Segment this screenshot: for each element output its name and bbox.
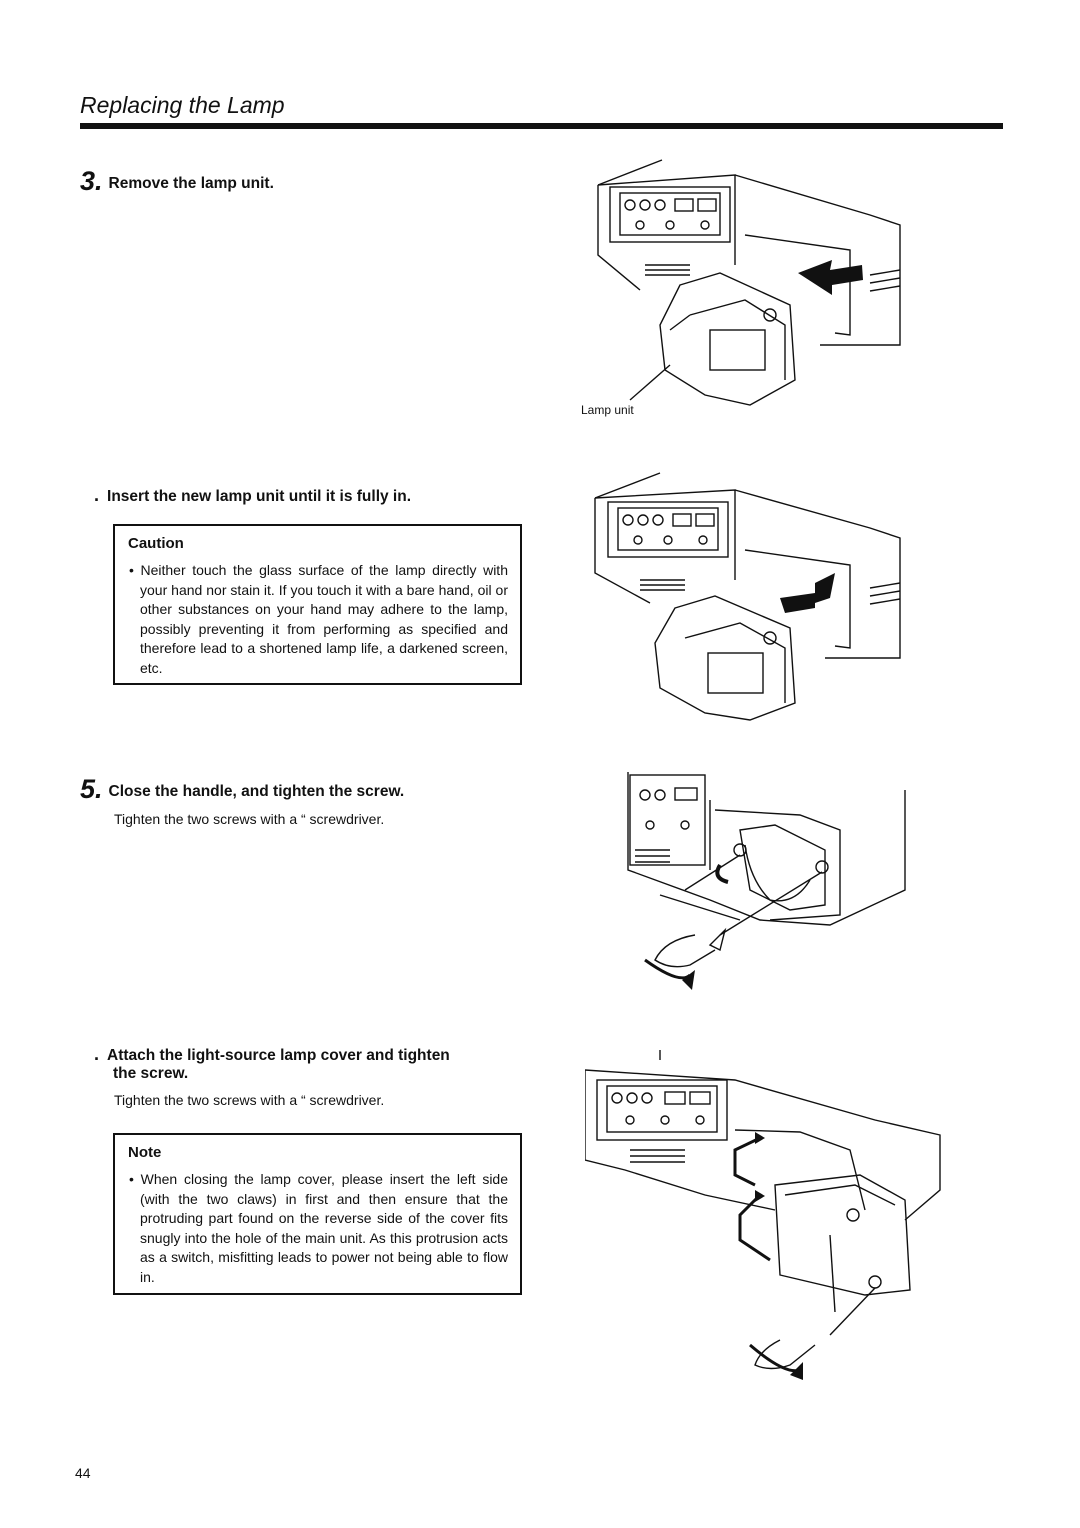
header-rule: [80, 123, 1003, 129]
step-5-title: Close the handle, and tighten the screw.: [108, 783, 405, 800]
figure-remove-lamp-illustration: [597, 159, 901, 406]
page-number: 44: [75, 1465, 91, 1481]
step-6-title-line2: the screw.: [113, 1065, 189, 1082]
caution-box: Caution • Neither touch the glass surfac…: [113, 524, 522, 685]
step-4-number: .: [94, 485, 100, 505]
caution-title: Caution: [128, 535, 184, 552]
step-3-number: 3.: [80, 166, 103, 196]
note-box: Note • When closing the lamp cover, plea…: [113, 1133, 522, 1295]
step-4-title: Insert the new lamp unit until it is ful…: [107, 488, 412, 505]
note-title: Note: [128, 1144, 162, 1161]
figure-remove-lamp: [570, 155, 910, 415]
step-6-heading: . Attach the light-source lamp cover and …: [80, 1044, 520, 1083]
lamp-unit-label: Lamp unit: [581, 403, 634, 417]
figure-attach-cover-illustration: [585, 1050, 941, 1380]
note-text-container: • When closing the lamp cover, please in…: [129, 1170, 508, 1288]
step-3-heading: 3. Remove the lamp unit.: [80, 166, 274, 197]
step-5-note: Tighten the two screws with a “ screwdri…: [114, 811, 385, 827]
step-4-heading: . Insert the new lamp unit until it is fu…: [80, 485, 411, 506]
step-3-title: Remove the lamp unit.: [108, 175, 274, 192]
figure-attach-cover: [585, 1050, 945, 1380]
caution-text: • Neither touch the glass surface of the…: [129, 562, 508, 676]
figure-tighten-screw: [600, 770, 920, 1005]
step-6-note: Tighten the two screws with a “ screwdri…: [114, 1092, 385, 1108]
step-5-number: 5.: [80, 774, 103, 804]
step-6-number: .: [94, 1044, 100, 1064]
figure-insert-lamp: [580, 468, 910, 723]
step-5-heading: 5. Close the handle, and tighten the scre…: [80, 774, 404, 805]
caution-text-container: • Neither touch the glass surface of the…: [129, 561, 508, 679]
note-text: • When closing the lamp cover, please in…: [129, 1171, 508, 1285]
figure-tighten-screw-illustration: [627, 772, 906, 990]
step-6-title-line1: Attach the light-source lamp cover and t…: [107, 1047, 450, 1064]
figure-insert-lamp-illustration: [594, 472, 901, 721]
page-title: Replacing the Lamp: [80, 92, 285, 118]
